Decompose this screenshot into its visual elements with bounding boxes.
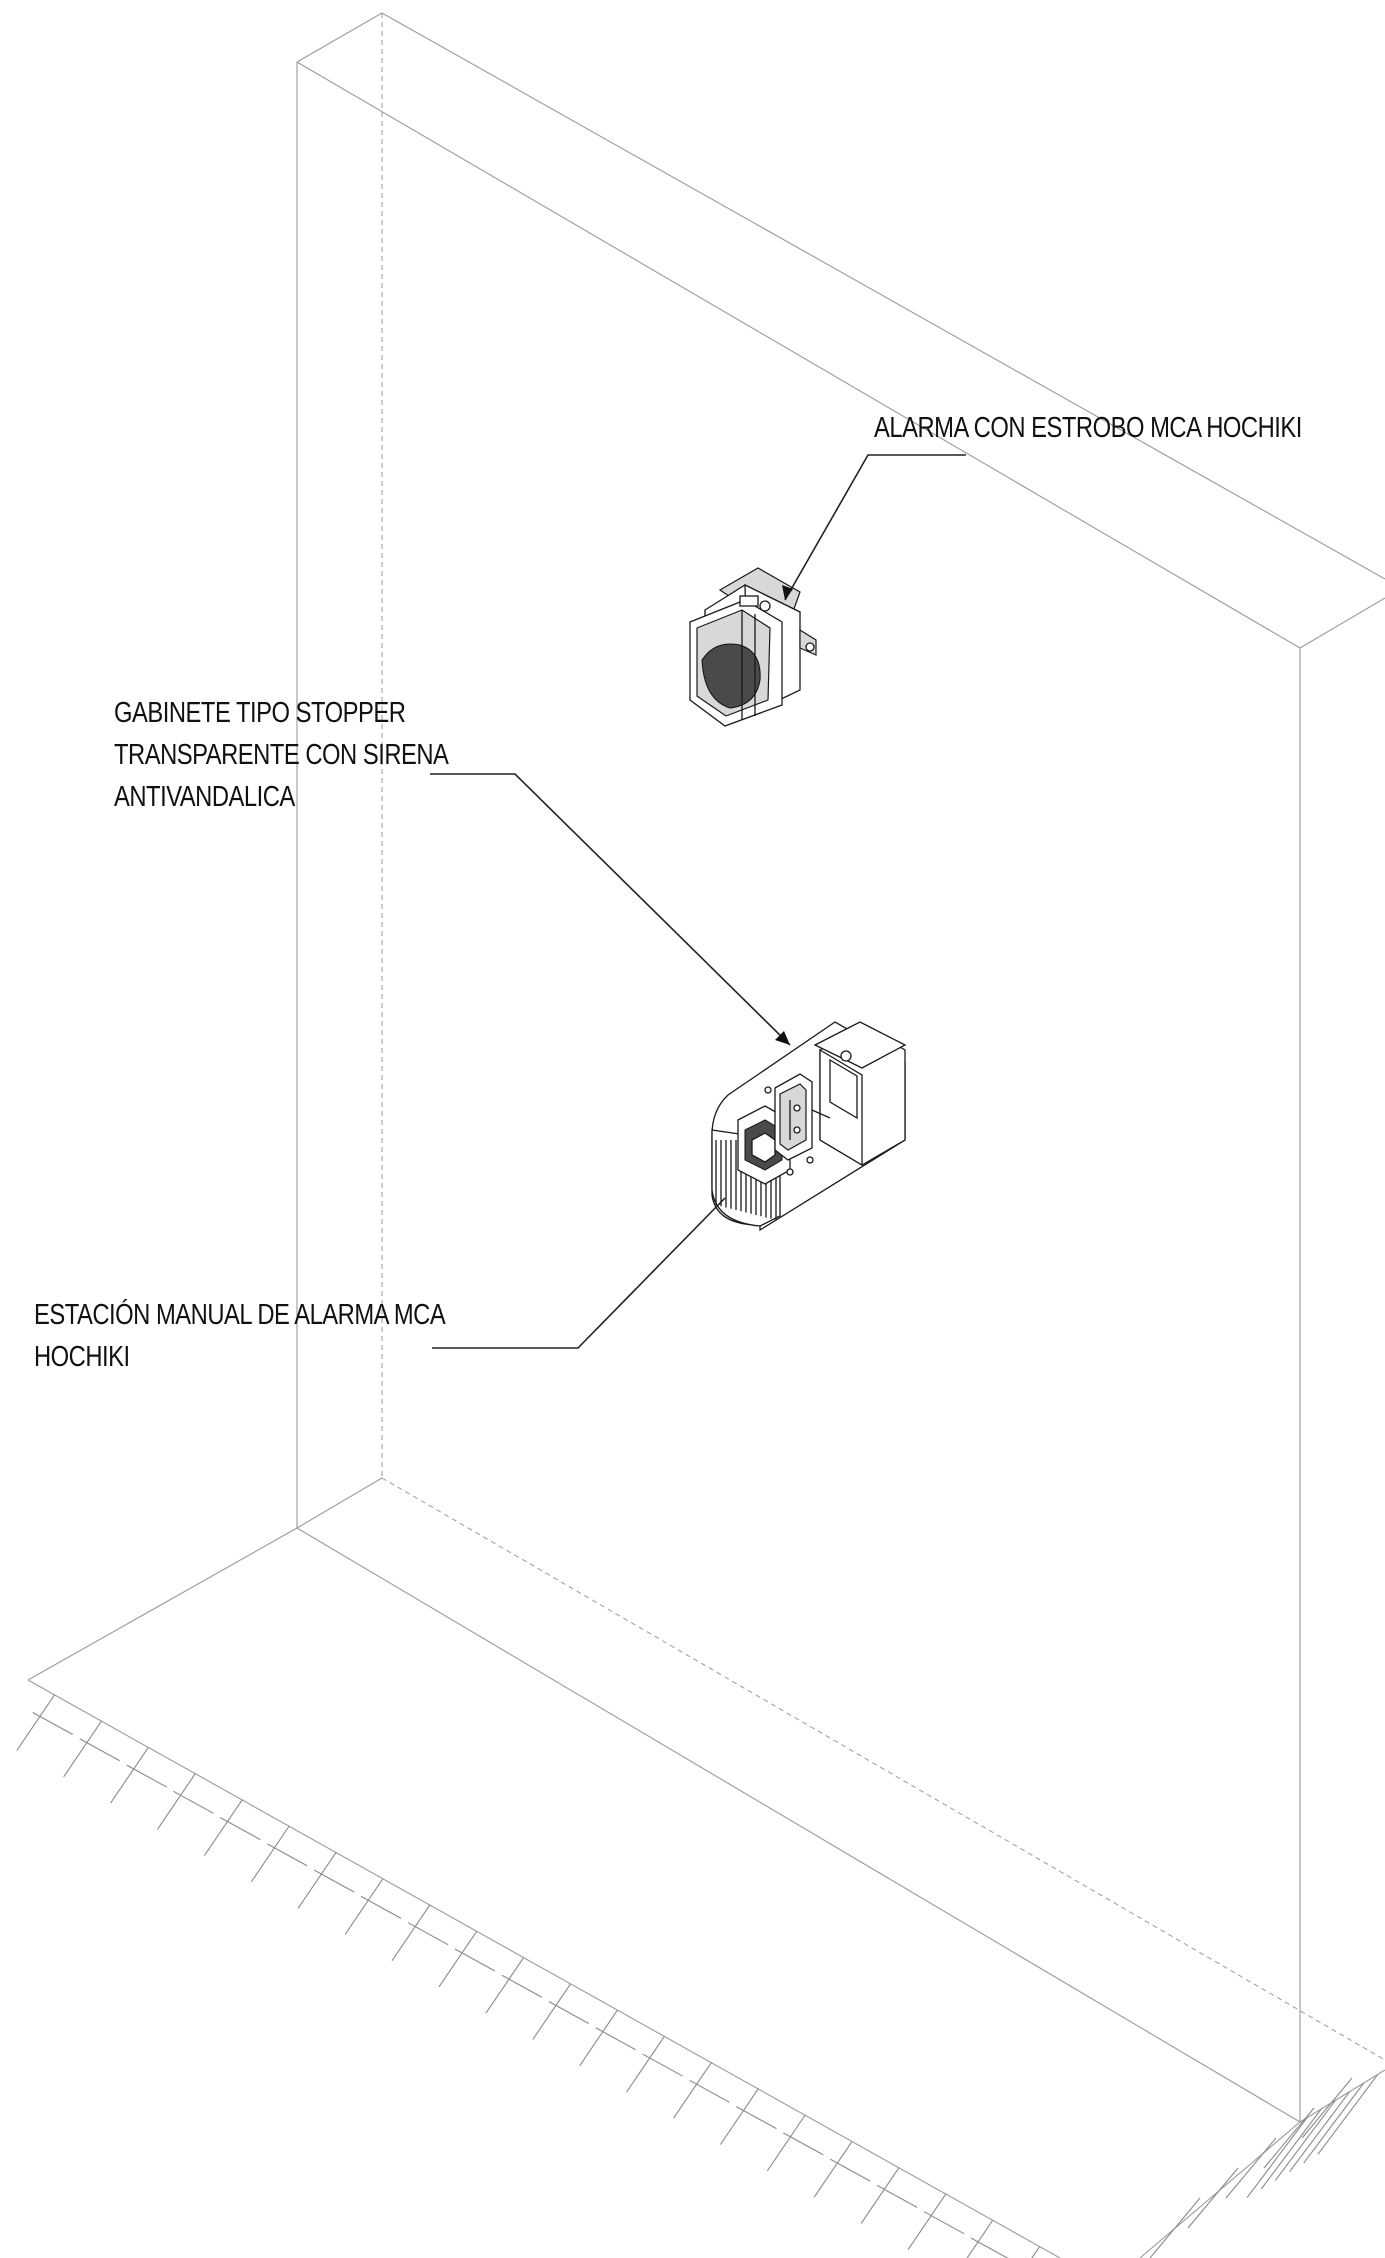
cabinet-label-line-3: ANTIVANDALICA (114, 781, 295, 813)
ground-hatch-stroke (203, 1799, 243, 1856)
ground-hatch-stroke (1187, 2167, 1239, 2229)
ground-hatch-stroke (1317, 2074, 1379, 2155)
ground-hatch-stroke (689, 2079, 730, 2103)
ground-hatch-stroke (970, 2237, 1009, 2258)
ground-hatch-stroke (595, 2027, 636, 2051)
strobe-alarm-device (689, 567, 817, 727)
ground-hatch-stroke (1303, 2082, 1365, 2164)
ground-hatch-stroke (1149, 2197, 1201, 2258)
ground-hatch-stroke (829, 2158, 871, 2182)
ground-hatch-stroke (719, 2088, 759, 2145)
ground-hatch-stroke (673, 2062, 712, 2119)
ground-hatch-stroke (391, 1904, 431, 1961)
ground-hatch-stroke (1274, 2100, 1336, 2181)
ground-hatch-stroke (157, 1773, 196, 1830)
strobe-alarm-label: ALARMA CON ESTROBO MCA HOCHIKI (874, 412, 1302, 444)
ground-hatch-stroke (642, 2053, 683, 2077)
ground-hatch-stroke (1246, 2117, 1308, 2198)
ground-hatch-stroke (876, 2184, 918, 2208)
ground-hatch-stroke (16, 1694, 56, 1751)
station-label-line-2: HOCHIKI (34, 1341, 130, 1373)
cabinet-label-line-2: TRANSPARENTE CON SIRENA (114, 739, 449, 771)
ground-hatch-stroke (407, 1922, 449, 1946)
strobe-leader-arrowhead (782, 585, 793, 600)
ground-hatch-stroke (907, 2193, 947, 2250)
ground-hatch-stroke (1263, 2107, 1315, 2169)
ground-hatch-stroke (1260, 2108, 1322, 2190)
ground-hatch-stroke (344, 1878, 384, 1935)
ground-hatch-stroke (1225, 2137, 1277, 2199)
cabinet-leader-arrowhead (775, 1031, 790, 1045)
ground-hatch-stroke (173, 1790, 214, 1814)
ground-hatch-stroke (63, 1720, 103, 1778)
ground-hatch-stroke (783, 2132, 824, 2156)
ground-hatch-stroke (32, 1712, 74, 1735)
ground-hatch-stroke (501, 1974, 543, 1998)
ground-hatch-stroke (360, 1895, 402, 1919)
ground-hatch-stroke (250, 1825, 290, 1883)
ground-hatch-stroke (626, 2035, 666, 2093)
stopper-cabinet-device (711, 1021, 907, 1232)
ground-hatch-stroke (860, 2167, 900, 2224)
ground-hatch-stroke (79, 1738, 120, 1762)
ground-hatch-stroke (1301, 2077, 1353, 2139)
floor-outline (27, 1527, 1301, 2258)
ground-hatch-stroke (1289, 2091, 1351, 2172)
ground-hatch-stroke (532, 1983, 572, 2040)
cabinet-label-line-1: GABINETE TIPO STOPPER (114, 697, 406, 729)
ground-hatch-stroke (485, 1956, 525, 2014)
leader-lines (430, 454, 966, 1349)
station-label-line-1: ESTACIÓN MANUAL DE ALARMA MCA (34, 1299, 446, 1331)
ground-hatch-stroke (267, 1843, 308, 1867)
ground-hatch-stroke (966, 2219, 994, 2258)
ground-hatch-stroke (548, 2001, 590, 2024)
ground-hatch-stroke (438, 1930, 478, 1988)
ground-hatch-stroke (220, 1817, 261, 1841)
ground-hatch-stroke (813, 2140, 853, 2198)
ground-hatch-stroke (297, 1851, 337, 1909)
ground-hatch-stroke (923, 2211, 965, 2235)
ground-hatch-stroke (126, 1764, 167, 1788)
ground-hatch-stroke (454, 1948, 496, 1972)
wall-outline (296, 12, 1385, 2123)
ground-hatch-stroke (313, 1869, 355, 1893)
ground-hatch-stroke (579, 2009, 619, 2067)
ground-hatch-stroke (736, 2106, 777, 2130)
ground-hatch-stroke (766, 2114, 806, 2172)
ground-hatch-stroke (110, 1746, 150, 1804)
ground-hatch (16, 1694, 1379, 2258)
ground-hatch-stroke (1031, 2245, 1041, 2258)
